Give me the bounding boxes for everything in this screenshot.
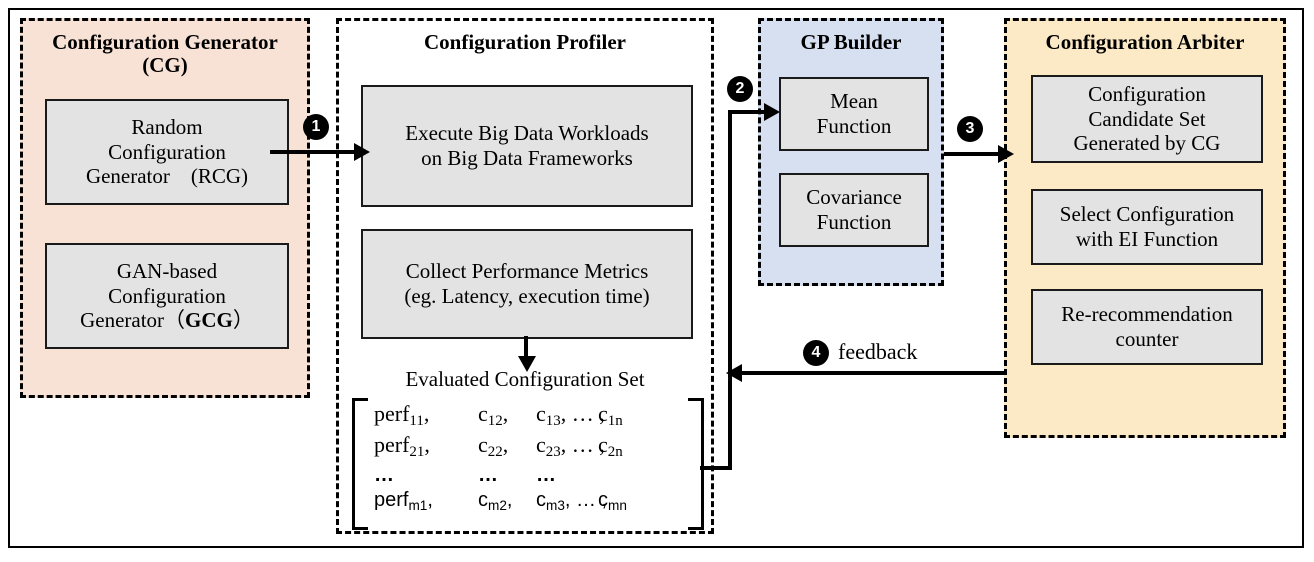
box-gcg-line1: GAN-based xyxy=(116,258,218,283)
matrix-cell-0-3: c1n xyxy=(598,401,623,430)
box-candidate-line2: Candidate Set xyxy=(1088,106,1206,131)
matrix-cell-3-2: cm3, … , xyxy=(536,489,608,514)
matrix-row: perf11, c12, c13, … ,c1n xyxy=(374,400,682,431)
connector-collect-to-set-stem xyxy=(524,336,528,358)
connector-2-head xyxy=(764,103,780,121)
matrix-row: perf21, c22, c23, … ,c2n xyxy=(374,431,682,462)
panel-cp-title-line1: Configuration Profiler xyxy=(423,30,626,54)
badge-step-4: 4 xyxy=(803,340,829,366)
box-select-configuration-ei[interactable]: Select Configuration with EI Function xyxy=(1031,189,1263,265)
matrix-cell-1-0: perf21, xyxy=(374,432,430,461)
connector-collect-to-set-head xyxy=(518,356,536,372)
connector-3-head xyxy=(998,145,1014,163)
matrix-row: perfm1, cm2, cm3, … ,cmn xyxy=(374,488,682,514)
badge-step-2: 2 xyxy=(727,76,753,102)
box-gcg-line2: Configuration xyxy=(108,283,226,308)
box-execute-line2: on Big Data Frameworks xyxy=(421,146,633,170)
box-gan-based-configuration-generator[interactable]: GAN-based Configuration Generator（GCG） xyxy=(45,243,289,349)
panel-cg-title-line2: (CG) xyxy=(142,52,188,77)
evaluated-configuration-matrix: perf11, c12, c13, … ,c1n perf21, c22, c23, … … xyxy=(352,398,704,530)
badge-step-1: 1 xyxy=(303,114,329,140)
panel-cp-title: Configuration Profiler xyxy=(339,31,711,54)
box-execute-line1: Execute Big Data Workloads xyxy=(405,121,649,146)
box-mean-line2: Function xyxy=(816,114,892,138)
matrix-cell-2-0: … xyxy=(374,463,395,486)
matrix-bracket-left xyxy=(352,398,368,530)
matrix-bracket-right xyxy=(688,398,704,530)
connector-1-line xyxy=(270,150,360,154)
box-covariance-line1: Covariance xyxy=(806,185,902,210)
matrix-cell-2-1: … xyxy=(478,463,499,486)
box-select-line2: with EI Function xyxy=(1075,227,1219,251)
connector-2-horizontal xyxy=(728,110,772,114)
panel-gp-builder: GP Builder Mean Function Covariance Func… xyxy=(758,18,944,286)
matrix-cell-1-2: c23, … , xyxy=(536,432,605,461)
matrix-cell-3-0: perfm1, xyxy=(374,489,433,514)
box-collect-line1: Collect Performance Metrics xyxy=(405,259,649,284)
matrix-cell-0-2: c13, … , xyxy=(536,401,605,430)
panel-ca-title: Configuration Arbiter xyxy=(1007,31,1283,54)
box-mean-function[interactable]: Mean Function xyxy=(779,77,929,151)
matrix-cell-2-2: … xyxy=(536,463,557,486)
connector-2-from-matrix xyxy=(700,466,732,470)
panel-configuration-arbiter: Configuration Arbiter Configuration Cand… xyxy=(1004,18,1286,438)
matrix-cell-1-3: c2n xyxy=(598,432,623,461)
panel-gp-title-line1: GP Builder xyxy=(800,30,902,54)
box-recount-line1: Re-recommendation xyxy=(1061,302,1233,327)
panel-ca-title-line1: Configuration Arbiter xyxy=(1045,30,1245,54)
box-covariance-function[interactable]: Covariance Function xyxy=(779,173,929,247)
badge-step-3: 3 xyxy=(957,116,983,142)
box-candidate-line3: Generated by CG xyxy=(1073,131,1221,156)
matrix-cell-0-0: perf11, xyxy=(374,401,430,430)
matrix-rows: perf11, c12, c13, … ,c1n perf21, c22, c23, … … xyxy=(374,400,682,514)
matrix-cell-0-1: c12, xyxy=(478,401,509,430)
panel-configuration-profiler: Configuration Profiler Execute Big Data … xyxy=(336,18,714,534)
box-mean-line1: Mean xyxy=(830,89,878,114)
panel-cg-title: Configuration Generator (CG) xyxy=(23,31,307,76)
box-candidate-line1: Configuration xyxy=(1088,81,1206,106)
box-random-configuration-generator[interactable]: Random Configuration Generator (RCG) xyxy=(45,99,289,205)
matrix-cell-3-1: cm2, xyxy=(478,489,513,514)
box-gcg-line3: Generator（GCG） xyxy=(80,308,254,333)
connector-3-line xyxy=(944,152,1006,156)
box-select-line1: Select Configuration xyxy=(1059,202,1235,227)
panel-cg-title-line1: Configuration Generator xyxy=(52,30,278,54)
panel-configuration-generator: Configuration Generator (CG) Random Conf… xyxy=(20,18,310,398)
matrix-row: … … … xyxy=(374,463,682,489)
box-collect-performance-metrics[interactable]: Collect Performance Metrics (eg. Latency… xyxy=(361,229,693,339)
box-rcg-line1: Random xyxy=(131,114,203,139)
box-configuration-candidate-set[interactable]: Configuration Candidate Set Generated by… xyxy=(1031,75,1263,163)
outer-frame xyxy=(8,8,1304,548)
connector-1-head xyxy=(354,143,370,161)
matrix-cell-1-1: c22, xyxy=(478,432,509,461)
box-execute-big-data-workloads[interactable]: Execute Big Data Workloads on Big Data F… xyxy=(361,85,693,207)
connector-4-head xyxy=(726,364,742,382)
matrix-cell-3-3: cmn xyxy=(598,489,627,514)
box-recount-line2: counter xyxy=(1115,327,1179,351)
box-collect-line2: (eg. Latency, execution time) xyxy=(404,284,650,308)
box-rcg-line2: Configuration xyxy=(108,139,226,164)
box-rcg-line3: Generator (RCG) xyxy=(85,164,249,189)
box-covariance-line2: Function xyxy=(816,210,892,234)
connector-2-vertical xyxy=(728,110,732,468)
box-re-recommendation-counter[interactable]: Re-recommendation counter xyxy=(1031,289,1263,365)
panel-gp-title: GP Builder xyxy=(761,31,941,54)
connector-4-line xyxy=(740,371,1006,375)
label-feedback: feedback xyxy=(838,339,918,364)
